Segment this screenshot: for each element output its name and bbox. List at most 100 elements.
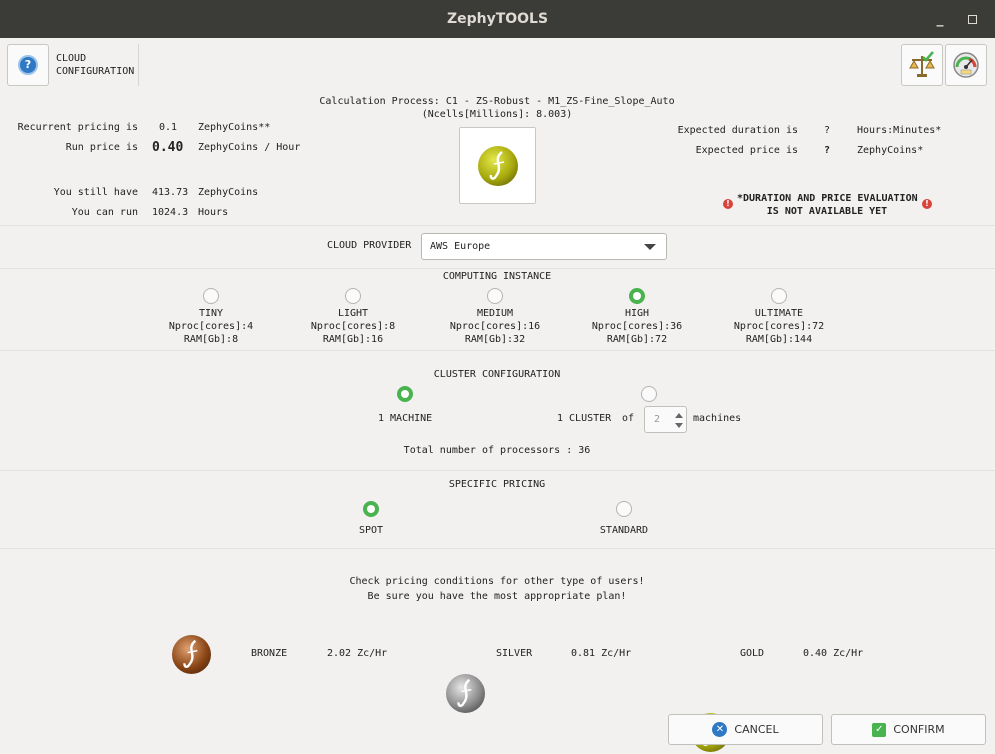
instance-name: HIGH — [624, 308, 650, 319]
exclamation-circle-icon: ! — [723, 199, 733, 209]
instance-high: HIGH Nproc[cores]:36 RAM[Gb]:72 — [587, 307, 687, 346]
plans-note-line1: Check pricing conditions for other type … — [349, 576, 645, 587]
computing-instance-title: COMPUTING INSTANCE — [442, 271, 552, 282]
instance-medium: MEDIUM Nproc[cores]:16 RAM[Gb]:32 — [445, 307, 545, 346]
cloud-provider-select[interactable]: AWS Europe — [421, 233, 667, 260]
checkmark-icon: ✓ — [872, 722, 887, 737]
cancel-x-icon: ✕ — [712, 722, 728, 737]
run-price-value: 0.40 — [152, 140, 184, 155]
warning-line2: IS NOT AVAILABLE YET — [766, 206, 888, 217]
bronze-label: BRONZE — [251, 648, 288, 659]
gold-label: GOLD — [740, 648, 765, 659]
instance-ram: RAM[Gb]:16 — [322, 334, 384, 345]
radio-spot[interactable] — [363, 501, 379, 517]
cloud-configuration-panel: ? CLOUD CONFIGURATION Calculation Proces… — [0, 38, 995, 754]
instance-cores: Nproc[cores]:36 — [591, 321, 683, 332]
cluster-configuration-title: CLUSTER CONFIGURATION — [433, 369, 561, 380]
balance-value: 413.73 — [152, 187, 189, 198]
instance-light: LIGHT Nproc[cores]:8 RAM[Gb]:16 — [303, 307, 403, 346]
section-divider — [0, 225, 995, 226]
one-machine-label: 1 MACHINE — [378, 413, 433, 424]
stepper-up-icon[interactable] — [675, 413, 683, 418]
radio-instance-high[interactable] — [629, 288, 645, 304]
zephy-coin-gold-icon — [477, 145, 518, 186]
expected-duration-unit: Hours:Minutes* — [857, 125, 942, 136]
machine-count-stepper[interactable]: 2 — [644, 406, 687, 433]
page-title: CLOUD CONFIGURATION — [56, 52, 134, 78]
instance-cores: Nproc[cores]:8 — [310, 321, 396, 332]
of-label: of — [622, 413, 635, 424]
can-run-unit: Hours — [198, 207, 229, 218]
cloud-provider-label: CLOUD PROVIDER — [327, 240, 412, 251]
section-divider — [0, 268, 995, 269]
balance-label: You still have — [53, 187, 138, 198]
expected-duration-value: ? — [824, 125, 831, 136]
section-divider — [0, 350, 995, 351]
zephy-coin-silver-icon — [446, 674, 485, 713]
radio-instance-light[interactable] — [345, 288, 361, 304]
bronze-price: 2.02 Zc/Hr — [327, 648, 388, 659]
machine-count-value: 2 — [654, 414, 661, 425]
instance-tiny: TINY Nproc[cores]:4 RAM[Gb]:8 — [161, 307, 261, 346]
instance-name: MEDIUM — [476, 308, 514, 319]
plans-note-line2: Be sure you have the most appropriate pl… — [367, 591, 627, 602]
confirm-label: CONFIRM — [893, 723, 945, 736]
minimize-icon[interactable]: _ — [936, 11, 944, 27]
radio-one-machine[interactable] — [397, 386, 413, 402]
recurrent-pricing-label: Recurrent pricing is — [17, 122, 138, 133]
instance-ram: RAM[Gb]:8 — [183, 334, 239, 345]
gold-price: 0.40 Zc/Hr — [803, 648, 864, 659]
confirm-button[interactable]: ✓ CONFIRM — [831, 714, 986, 745]
page-title-line1: CLOUD — [56, 53, 87, 64]
question-circle-icon: ? — [18, 55, 38, 75]
process-line1: Calculation Process: C1 - ZS-Robust - M1… — [319, 96, 675, 107]
instance-cores: Nproc[cores]:72 — [733, 321, 825, 332]
can-run-value: 1024.3 — [152, 207, 189, 218]
total-processors: Total number of processors : 36 — [403, 445, 591, 456]
zephy-logo — [459, 127, 536, 204]
expected-price-unit: ZephyCoins* — [857, 145, 924, 156]
one-cluster-label: 1 CLUSTER — [557, 413, 612, 424]
window-titlebar: ZephyTOOLS _ — [0, 0, 995, 38]
radio-instance-medium[interactable] — [487, 288, 503, 304]
recurrent-pricing-unit: ZephyCoins** — [198, 122, 271, 133]
silver-label: SILVER — [496, 648, 533, 659]
section-divider — [0, 470, 995, 471]
radio-instance-tiny[interactable] — [203, 288, 219, 304]
plans-note: Check pricing conditions for other type … — [297, 574, 697, 604]
instance-ram: RAM[Gb]:72 — [606, 334, 668, 345]
zephy-coin-bronze-icon — [172, 635, 211, 674]
cancel-label: CANCEL — [734, 723, 779, 736]
expected-price-label: Expected price is — [695, 145, 798, 156]
instance-ram: RAM[Gb]:144 — [745, 334, 813, 345]
page-title-line2: CONFIGURATION — [56, 66, 135, 77]
radio-one-cluster[interactable] — [641, 386, 657, 402]
instance-name: TINY — [198, 308, 224, 319]
warning-line1: *DURATION AND PRICE EVALUATION — [737, 193, 918, 204]
gauge-button[interactable] — [945, 44, 987, 86]
silver-price: 0.81 Zc/Hr — [571, 648, 632, 659]
header-divider — [138, 44, 139, 86]
run-price-label: Run price is — [65, 142, 138, 153]
calculation-process-info: Calculation Process: C1 - ZS-Robust - M1… — [297, 95, 697, 121]
instance-cores: Nproc[cores]:4 — [168, 321, 254, 332]
standard-label: STANDARD — [599, 525, 649, 536]
process-line2: (Ncells[Millions]: 8.003) — [421, 109, 573, 120]
radio-standard[interactable] — [616, 501, 632, 517]
radio-instance-ultimate[interactable] — [771, 288, 787, 304]
help-button[interactable]: ? — [7, 44, 49, 86]
recurrent-pricing-value: 0.1 — [159, 122, 178, 133]
stepper-down-icon[interactable] — [675, 423, 683, 428]
maximize-icon[interactable] — [961, 8, 983, 30]
instance-ram: RAM[Gb]:32 — [464, 334, 526, 345]
instance-name: LIGHT — [337, 308, 369, 319]
balance-scale-icon — [909, 51, 935, 77]
chevron-down-icon — [644, 244, 656, 250]
balance-button[interactable] — [901, 44, 943, 86]
cancel-button[interactable]: ✕ CANCEL — [668, 714, 823, 745]
expected-price-value: ? — [824, 145, 831, 156]
exclamation-circle-icon: ! — [922, 199, 932, 209]
evaluation-warning: *DURATION AND PRICE EVALUATION IS NOT AV… — [737, 192, 918, 218]
instance-cores: Nproc[cores]:16 — [449, 321, 541, 332]
spot-label: SPOT — [358, 525, 384, 536]
